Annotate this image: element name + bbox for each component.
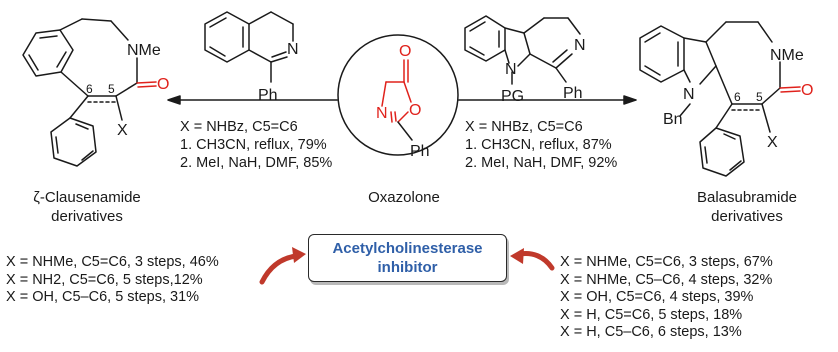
reaction-arrow-right (458, 95, 637, 105)
left-product-subtitle: derivatives (51, 208, 123, 225)
balasubramide-structure (639, 21, 801, 177)
phenyl-ring-left (50, 117, 97, 167)
reaction-arrow-left (167, 95, 338, 105)
atom-pos5-right: 5 (756, 90, 763, 104)
left-results: X = NHMe, C5=C6, 3 steps, 46% X = NH2, C… (6, 254, 219, 307)
oxazolone-circle (337, 34, 459, 156)
atom-nme-right: NMe (770, 47, 804, 64)
atom-pos6-right: 6 (734, 90, 741, 104)
left-result-row: X = NH2, C5=C6, 5 steps,12% (6, 271, 203, 288)
right-condition-line: X = NHBz, C5=C6 (465, 119, 583, 135)
curved-arrow-right (510, 248, 555, 271)
right-result-row: X = H, C5–C6, 6 steps, 13% (560, 324, 742, 341)
atom-oxo-right: O (801, 82, 813, 99)
atom-ph-oxazolone: Ph (410, 143, 430, 160)
atom-oxo-left: O (157, 76, 169, 93)
target-box: Acetylcholinesterase inhibitor (308, 234, 507, 282)
atom-ph-cb: Ph (563, 85, 583, 102)
left-condition-line: 1. CH3CN, reflux, 79% (180, 137, 327, 153)
right-product-name: Balasubramide (696, 189, 798, 206)
clausenamide-structure (22, 18, 157, 167)
right-result-row: X = NHMe, C5–C6, 4 steps, 32% (560, 271, 773, 288)
oxazolone-structure (381, 59, 412, 123)
target-line2: inhibitor (377, 259, 438, 276)
phenyl-ring-right (699, 127, 745, 177)
right-result-row: X = NHMe, C5=C6, 3 steps, 67% (560, 254, 773, 270)
atom-nh-cb: N (505, 61, 517, 78)
atom-nme-left: NMe (127, 42, 161, 59)
left-result-row: X = OH, C5–C6, 5 steps, 31% (6, 289, 200, 306)
right-conditions: X = NHBz, C5=C6 1. CH3CN, reflux, 87% 2.… (465, 118, 617, 172)
left-product-name: ζ-Clausenamide (33, 189, 141, 206)
right-condition-line: 2. MeI, NaH, DMF, 92% (465, 155, 618, 171)
target-line1: Acetylcholinesterase (332, 240, 483, 257)
atom-x-right: X (767, 134, 778, 151)
atom-pos5-left: 5 (108, 82, 115, 96)
left-result-row: X = NHMe, C5=C6, 3 steps, 46% (6, 254, 219, 270)
atom-n-oxazolone: N (376, 105, 388, 122)
dihydroisoquinoline-structure (204, 11, 294, 83)
left-condition-line: 2. MeI, NaH, DMF, 85% (180, 155, 333, 171)
right-product-label: Balasubramide derivatives (682, 188, 812, 226)
atom-n-cb: N (574, 37, 586, 54)
right-condition-line: 1. CH3CN, reflux, 87% (465, 137, 612, 153)
atom-pos6-left: 6 (86, 82, 93, 96)
left-product-label: ζ-Clausenamide derivatives (22, 188, 152, 226)
right-results: X = NHMe, C5=C6, 3 steps, 67% X = NHMe, … (560, 254, 773, 342)
atom-ph-iq: Ph (258, 87, 278, 104)
center-label: Oxazolone (368, 189, 440, 206)
right-result-row: X = H, C5=C6, 5 steps, 18% (560, 306, 743, 323)
atom-x-left: X (117, 122, 128, 139)
atom-n-iq: N (287, 41, 299, 58)
atom-bn-right: Bn (663, 111, 683, 128)
carboline-structure (464, 15, 581, 85)
right-product-subtitle: derivatives (711, 208, 783, 225)
left-conditions: X = NHBz, C5=C6 1. CH3CN, reflux, 79% 2.… (180, 118, 332, 172)
atom-pg-cb: PG (501, 88, 524, 105)
atom-oxo-oxazolone: O (399, 43, 411, 60)
atom-n-right: N (683, 86, 695, 103)
right-result-row: X = OH, C5=C6, 4 steps, 39% (560, 289, 754, 306)
curved-arrow-left (259, 247, 306, 285)
atom-ring-o-oxazolone: O (409, 102, 421, 119)
left-condition-line: X = NHBz, C5=C6 (180, 119, 298, 135)
